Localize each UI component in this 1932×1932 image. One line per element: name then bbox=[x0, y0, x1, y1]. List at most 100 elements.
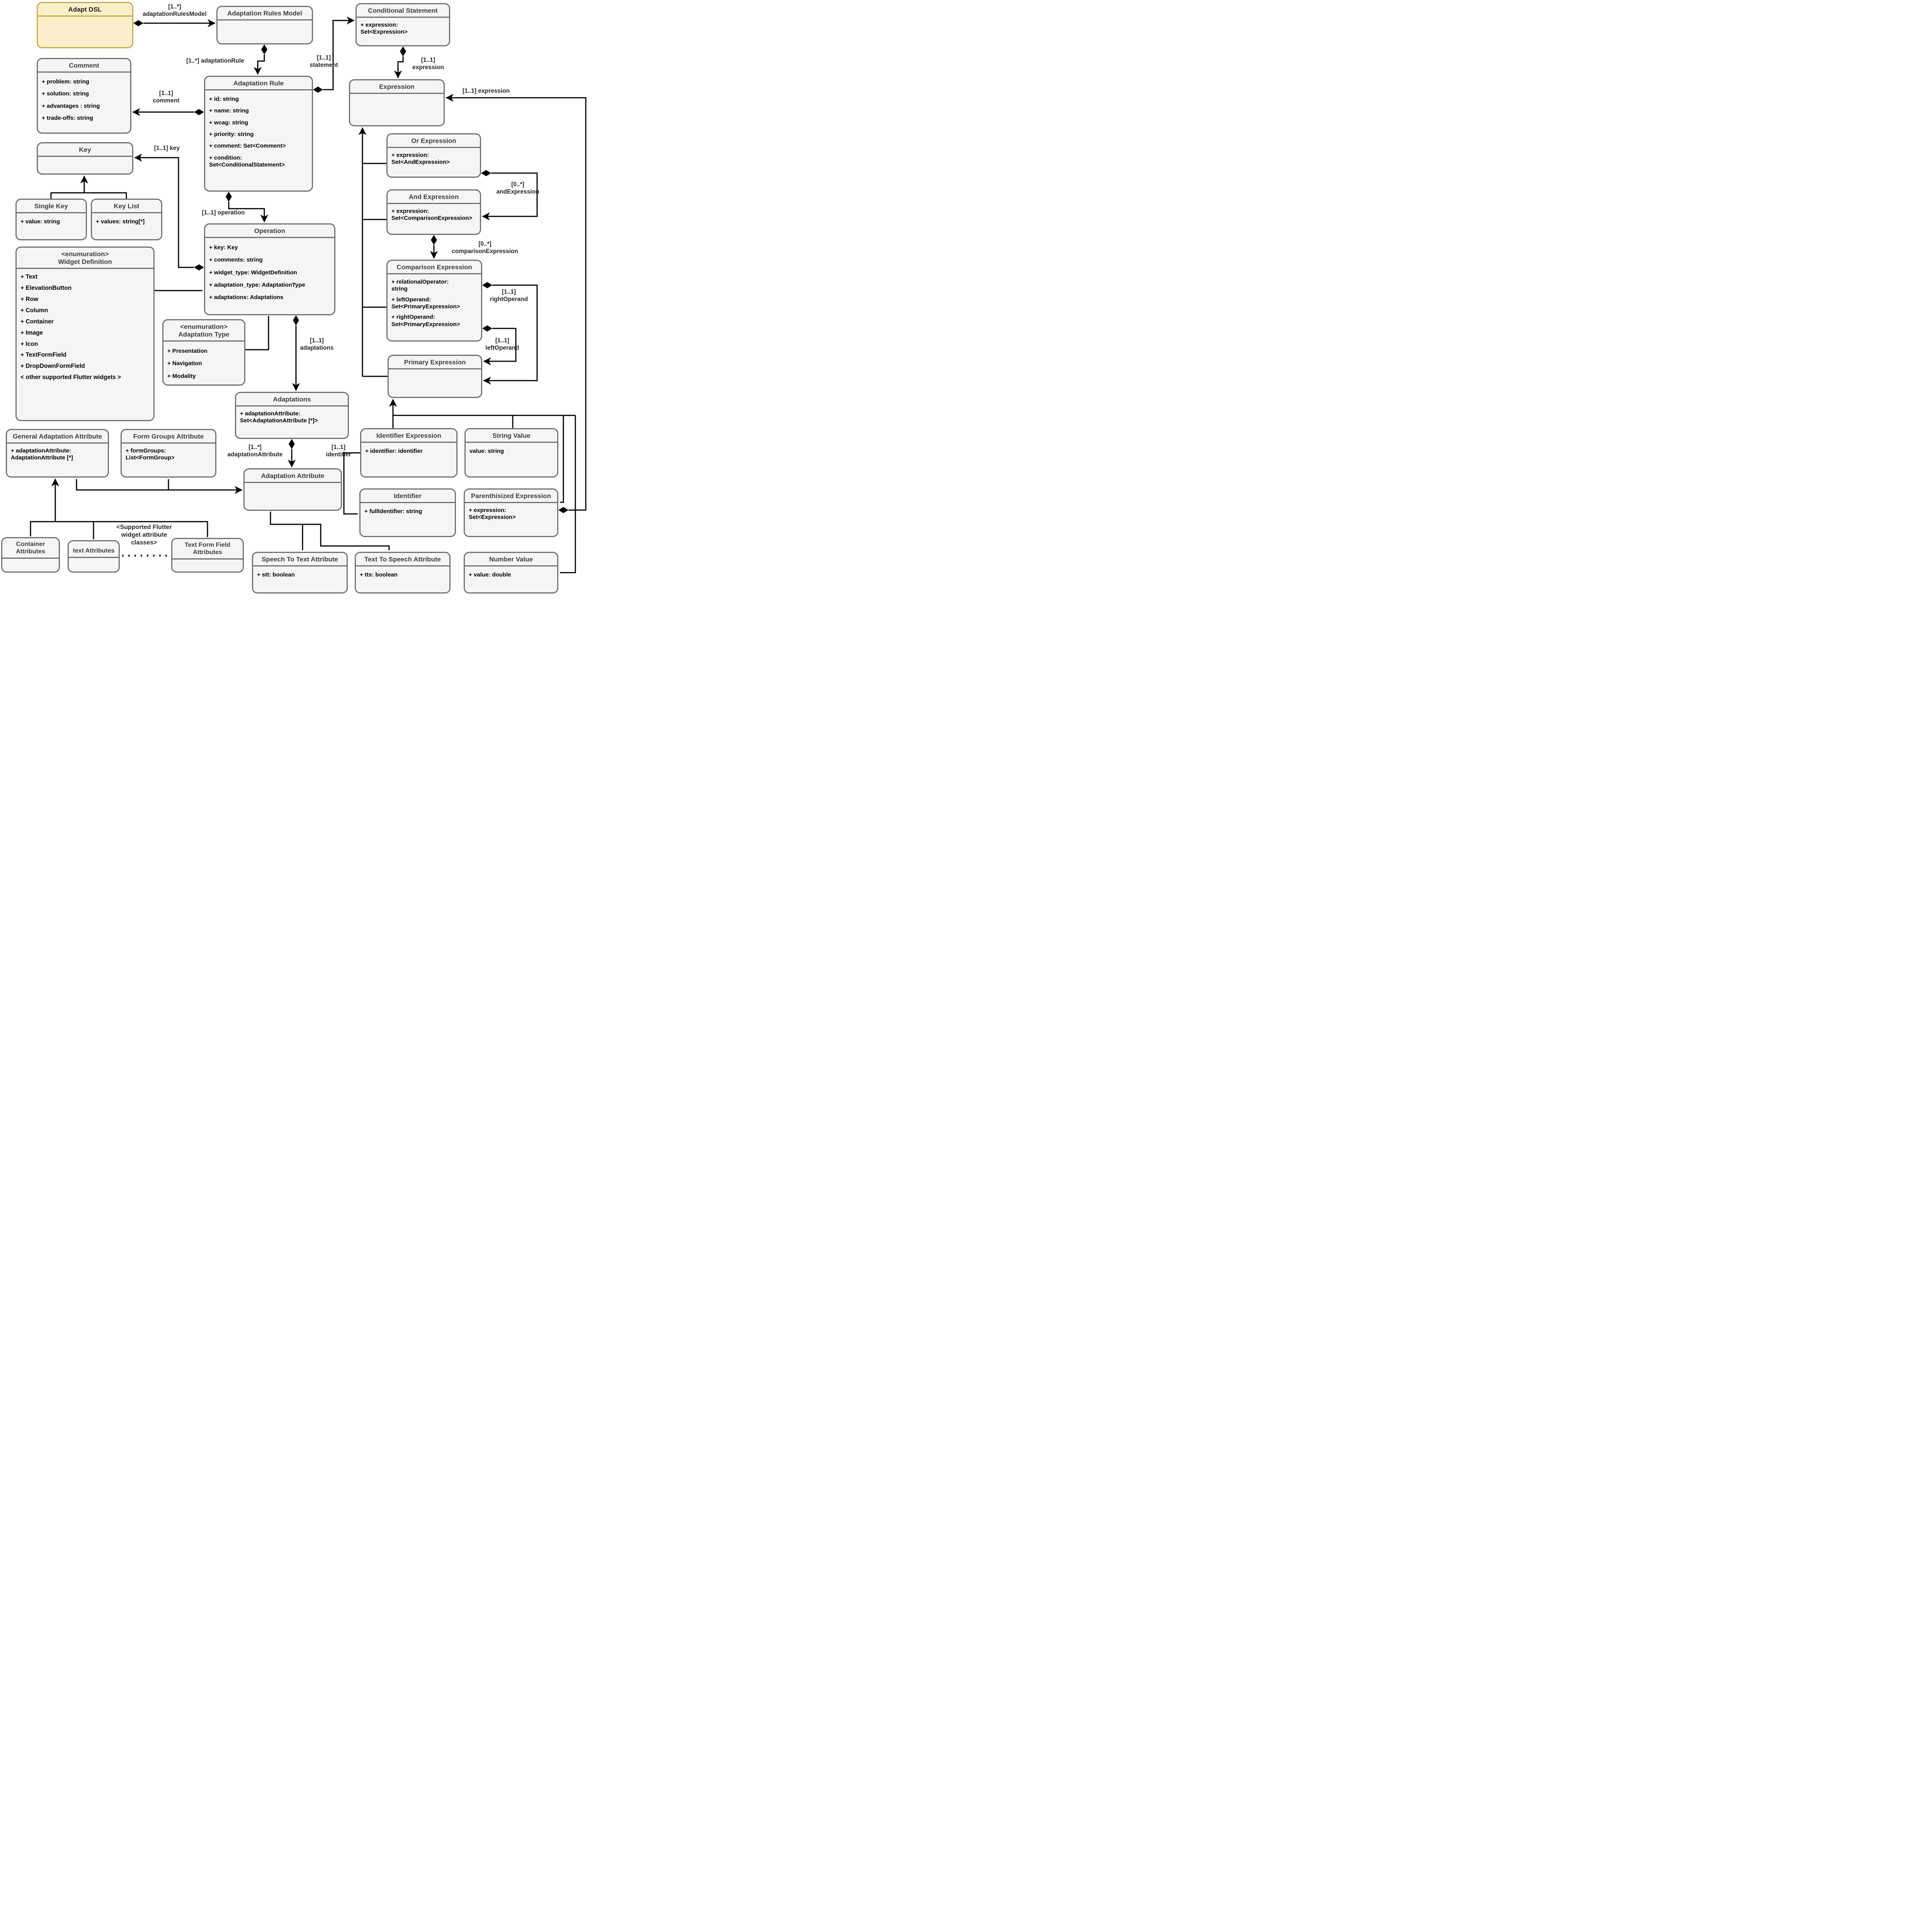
composition-diamond bbox=[558, 507, 568, 513]
enum-literal: + Navigation bbox=[167, 360, 202, 367]
class-title: Expression bbox=[350, 80, 444, 94]
edge-parenthisized-branch bbox=[560, 415, 564, 503]
class-attribute: + identifier: identifier bbox=[365, 448, 423, 455]
class-attribute: + value: double bbox=[469, 571, 511, 578]
edge-identifierexpr-identifier bbox=[343, 452, 360, 515]
class-attribute: + expression: Set<Expression> bbox=[361, 22, 408, 36]
enum-name: Widget Definition bbox=[58, 258, 112, 266]
class-title: Operation bbox=[205, 224, 334, 238]
class-title: And Expression bbox=[388, 190, 480, 204]
class-or-expression: Or Expression + expression: Set<AndExpre… bbox=[386, 133, 481, 178]
class-and-expression: And Expression + expression: Set<Compari… bbox=[386, 189, 481, 235]
composition-diamond bbox=[289, 439, 295, 449]
class-container-attributes: Container Attributes bbox=[1, 537, 60, 573]
composition-diamond bbox=[226, 192, 232, 202]
edge-label-comparison-expression: [0..*] comparisonExpression bbox=[452, 241, 518, 255]
class-form-groups-attribute: Form Groups Attribute + formGroups: List… bbox=[121, 429, 216, 478]
note-supported-flutter-widgets: <Supported Flutter widget attribute clas… bbox=[116, 524, 172, 546]
class-title: String Value bbox=[466, 429, 557, 443]
enum-literal: + Presentation bbox=[167, 348, 207, 355]
composition-diamond bbox=[194, 264, 204, 270]
edge-conditional-expression bbox=[394, 56, 404, 78]
class-attribute: + comments: string bbox=[209, 257, 263, 264]
composition-diamond bbox=[133, 20, 143, 26]
composition-diamond bbox=[400, 46, 406, 56]
edge-parenthisized-expression bbox=[446, 94, 587, 511]
class-attribute: + leftOperand: Set<PrimaryExpression> bbox=[391, 296, 460, 310]
class-attribute: + values: string[*] bbox=[96, 218, 145, 225]
edge-label-identifier: [1..1] identifier bbox=[326, 444, 351, 458]
enum-literal: + Text bbox=[20, 274, 38, 281]
class-comment: Comment + problem: string + solution: st… bbox=[37, 58, 131, 134]
class-title: Key bbox=[38, 143, 132, 157]
class-attribute: + rightOperand: Set<PrimaryExpression> bbox=[391, 314, 460, 328]
edge-adaptationtype-operation bbox=[245, 316, 269, 350]
class-title: General Adaptation Attribute bbox=[7, 430, 108, 444]
class-attribute: + adaptationAttribute: Set<AdaptationAtt… bbox=[240, 410, 318, 424]
connector-layer bbox=[30, 16, 587, 573]
class-attribute: + adaptationAttribute: AdaptationAttribu… bbox=[11, 447, 73, 461]
uml-class-diagram: Adapt DSL Adaptation Rules Model Conditi… bbox=[0, 0, 597, 595]
class-single-key: Single Key + value: string bbox=[15, 199, 87, 240]
edge-label-key: [1..1] key bbox=[154, 145, 180, 151]
class-title: Adapt DSL bbox=[38, 3, 132, 17]
edge-rulesmodel-rule bbox=[253, 54, 265, 75]
edge-key-children-bus bbox=[50, 192, 127, 199]
class-title: Primary Expression bbox=[389, 356, 481, 370]
edge-label-operation: [1..1] operation bbox=[202, 209, 245, 216]
class-identifier: Identifier + fullIdentifier: string bbox=[359, 488, 456, 537]
class-operation: Operation + key: Key + comments: string … bbox=[204, 223, 335, 315]
class-adaptations: Adaptations + adaptationAttribute: Set<A… bbox=[235, 392, 349, 439]
edge-rule-conditional bbox=[323, 16, 355, 90]
enum-literal: + Image bbox=[20, 329, 43, 336]
edge-rule-operation bbox=[228, 202, 269, 223]
edge-gaa-children-bus bbox=[30, 521, 208, 537]
class-attribute: + fullIdentifier: string bbox=[364, 508, 422, 515]
stereotype: <enumuration> bbox=[61, 250, 109, 258]
class-title: Adaptation Rule bbox=[205, 77, 312, 91]
class-title: Text Form Field Attributes bbox=[172, 539, 243, 560]
edge-attribute-speech-bus bbox=[270, 512, 390, 550]
class-title: Parenthisized Expression bbox=[465, 490, 557, 503]
class-title: <enumuration> Widget Definition bbox=[17, 248, 153, 269]
class-attribute: + tts: boolean bbox=[360, 571, 398, 578]
class-attribute: + expression: Set<AndExpression> bbox=[391, 152, 450, 166]
edge-leftoperand bbox=[483, 328, 517, 366]
class-primary-expression: Primary Expression bbox=[388, 355, 482, 398]
edge-rightoperand bbox=[483, 284, 538, 385]
enum-literal: + Modality bbox=[167, 372, 196, 379]
composition-diamond bbox=[194, 109, 204, 115]
class-attribute: + comment: Set<Comment> bbox=[209, 143, 286, 150]
stereotype: <enumuration> bbox=[180, 323, 228, 330]
class-title: Number Value bbox=[465, 553, 557, 567]
composition-diamond bbox=[293, 315, 299, 325]
class-title: Speech To Text Attribute bbox=[253, 553, 347, 567]
class-attribute: + id: string bbox=[209, 96, 239, 103]
class-title: text Attributes bbox=[69, 541, 119, 558]
edge-label-adaptation-rule: [1..*] adaptationRule bbox=[186, 58, 244, 64]
class-key: Key bbox=[37, 142, 133, 175]
class-title: Identifier bbox=[361, 490, 455, 503]
edge-label-and-expression: [0..*] andExpression bbox=[496, 181, 539, 196]
class-general-adaptation-attribute: General Adaptation Attribute + adaptatio… bbox=[6, 429, 109, 478]
class-adapt-dsl: Adapt DSL bbox=[37, 2, 133, 48]
enum-literal: < other supported Flutter widgets > bbox=[20, 374, 121, 381]
edge-or-and bbox=[482, 172, 538, 221]
class-adaptation-attribute: Adaptation Attribute bbox=[243, 468, 342, 511]
class-attribute: + priority: string bbox=[209, 131, 254, 138]
composition-diamond bbox=[261, 44, 267, 54]
edge-label-expression-long: [1..1] expression bbox=[462, 88, 510, 94]
class-title: Comment bbox=[38, 59, 130, 73]
class-identifier-expression: Identifier Expression + identifier: iden… bbox=[360, 428, 457, 478]
class-attribute: value: string bbox=[469, 448, 504, 455]
edge-label-left-operand: [1..1] leftOperand bbox=[485, 337, 519, 352]
class-adaptation-rule: Adaptation Rule + id: string + name: str… bbox=[204, 76, 313, 192]
class-attribute: + relationalOperator: string bbox=[391, 279, 449, 293]
class-parenthisized-expression: Parenthisized Expression + expression: S… bbox=[464, 488, 558, 537]
class-comparison-expression: Comparison Expression + relationalOperat… bbox=[386, 260, 482, 342]
edge-label-adaptation-attribute: [1..*] adaptationAttribute bbox=[227, 444, 283, 458]
enum-literal: + Row bbox=[20, 296, 39, 303]
enum-literal: + DropDownFormField bbox=[20, 363, 85, 370]
class-title: Single Key bbox=[17, 200, 86, 214]
composition-diamond bbox=[481, 170, 491, 176]
